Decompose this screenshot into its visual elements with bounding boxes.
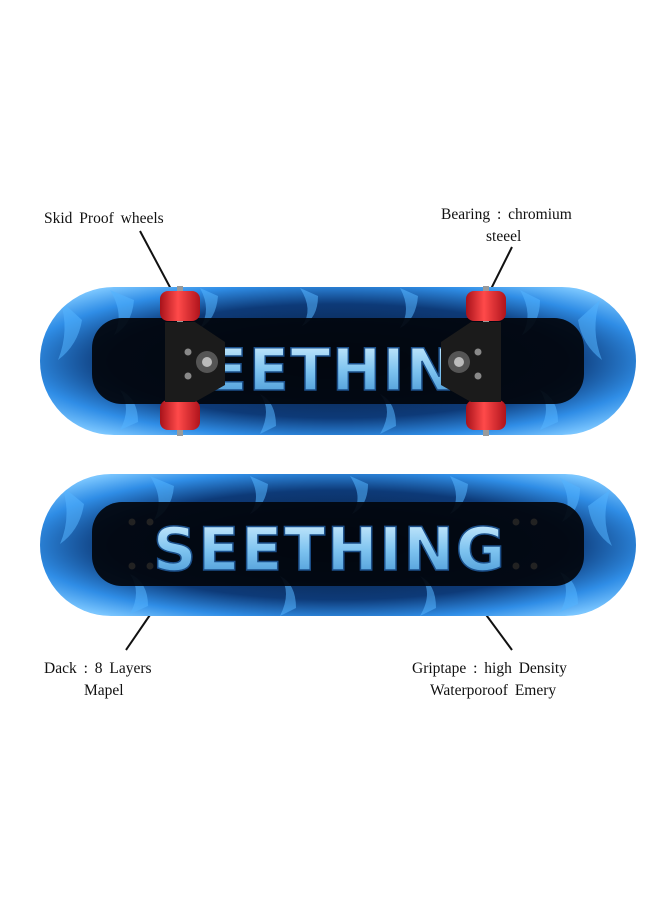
truck-left <box>160 286 225 436</box>
bolt-holes <box>128 518 538 570</box>
wheel-top-right <box>466 291 506 321</box>
label-wheels: Skid Proof wheels <box>44 210 164 227</box>
label-deck-line2: Mapel <box>84 682 124 699</box>
leader-deck <box>125 611 153 651</box>
wheel-bottom-right <box>466 400 506 430</box>
truck-right <box>441 286 506 436</box>
label-griptape-line2: Waterporoof Emery <box>430 682 557 699</box>
brand-text-top: SEETHING <box>153 515 507 585</box>
leader-bearing <box>489 246 513 292</box>
label-bearing-line1: Bearing : chromium <box>441 206 572 223</box>
label-deck-line1: Dack : 8 Layers <box>44 660 152 677</box>
leader-wheels <box>139 230 173 292</box>
label-griptape-line1: Griptape : high Density <box>412 660 567 677</box>
wheel-top-left <box>160 291 200 321</box>
skateboard-bottom: SEETHING <box>40 286 636 436</box>
skateboard-top: SEETHING <box>40 474 636 616</box>
label-bearing-line2: steeel <box>486 228 522 245</box>
wheel-bottom-left <box>160 400 200 430</box>
leader-griptape <box>483 611 513 651</box>
